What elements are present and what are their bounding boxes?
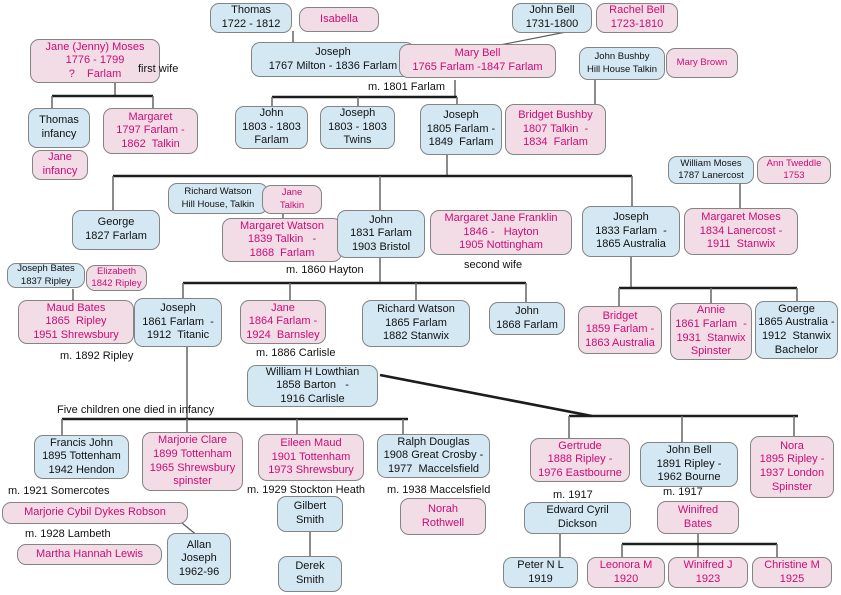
person-nora-1895: Nora 1895 Ripley - 1937 London Spinster [750,436,834,498]
person-bridget-1859: Bridget 1859 Farlam - 1863 Australia [578,306,662,354]
person-gilbert-smith: Gilbert Smith [277,496,343,532]
person-george-1827: George 1827 Farlam [72,210,160,250]
connector-joseph1861-children [61,346,408,437]
person-margaret-moses: Margaret Moses 1834 Lanercost - 1911 Sta… [684,208,798,255]
person-joseph-1861: Joseph 1861 Farlam - 1912 Titanic [134,298,222,347]
person-isabella: Isabella [299,7,379,32]
person-christine-m: Christine M 1925 [752,557,832,588]
person-winifred-bates: Winifred Bates [657,501,739,534]
person-elizabeth-1842: Elizabeth 1842 Ripley [86,265,147,291]
person-thomas-infancy: Thomas infancy [28,108,90,148]
person-john-bushby: John Bushby Hill House Talkin [579,47,665,80]
person-jane-1864: Jane 1864 Farlam - 1924 Barnsley [240,300,326,344]
person-edward-cyril-dickson: Edward Cyril Dickson [524,502,631,534]
person-john-1803: John 1803 - 1803 Farlam [235,106,308,149]
person-mary-bell: Mary Bell 1765 Farlam -1847 Farlam [399,44,556,78]
person-goerge-1865: Goerge 1865 Australia - 1912 Stanwix Bac… [755,301,838,359]
connector-john1831-children [182,258,527,302]
person-leonora-m: Leonora M 1920 [587,557,665,588]
person-jane-talkin: Jane Talkin [262,185,322,214]
person-francis-john: Francis John 1895 Tottenham 1942 Hendon [34,435,129,479]
person-richard-watson-1865: Richard Watson 1865 Farlam 1882 Stanwix [362,300,470,347]
connector-winifredbates-children [621,534,778,558]
connector-joseph1833-children [618,257,798,306]
label-m-1928: m. 1928 Lambeth [25,528,111,540]
person-winifred-j: Winifred J 1923 [668,557,748,588]
person-joseph-1805: Joseph 1805 Farlam - 1849 Farlam [420,104,502,155]
label-m-1921: m. 1921 Somercotes [8,485,110,497]
person-derek-smith: Derek Smith [278,556,342,592]
person-eileen-maud: Eileen Maud 1901 Tottenham 1973 Shrewsbu… [258,434,364,481]
label-m-1886: m. 1886 Carlisle [256,347,336,359]
person-peter-n-l: Peter N L 1919 [503,557,578,588]
person-thomas-1722: Thomas 1722 - 1812 [210,3,292,33]
person-allan-joseph: Allan Joseph 1962-96 [167,533,231,585]
person-william-moses: William Moses 1787 Lanercost [668,156,754,184]
label-m-1917-johnbell: m. 1917 [663,486,703,498]
person-margaret-watson: Margaret Watson 1839 Talkin - 1868 Farla… [222,218,342,262]
label-m-1938: m. 1938 Maccelsfield [387,484,491,496]
person-bridget-bushby: Bridget Bushby 1807 Talkin - 1834 Farlam [505,104,606,155]
label-five-children: Five children one died in infancy [57,404,215,416]
person-mary-brown: Mary Brown [666,48,738,78]
connector-johnbell1731-to-marybell [499,31,567,46]
person-william-h-lowthian: William H Lowthian 1858 Barton - 1916 Ca… [247,365,378,407]
person-john-1831: John 1831 Farlam 1903 Bristol [337,210,425,258]
person-marjorie-clare: Marjorie Clare 1899 Tottenham 1965 Shrew… [142,432,243,491]
person-john-bell-1891: John Bell 1891 Ripley - 1962 Bourne [640,442,738,487]
person-joseph-1803: Joseph 1803 - 1803 Twins [320,106,395,149]
label-m-1860: m. 1860 Hayton [286,264,364,276]
label-m-1892: m. 1892 Ripley [60,350,134,362]
person-john-bell-1731: John Bell 1731-1800 [512,3,592,33]
person-joseph-1833: Joseph 1833 Farlam - 1865 Australia [582,206,680,257]
connector-joseph1805-children [112,155,633,210]
person-margaret-jane-franklin: Margaret Jane Franklin 1846 - Hayton 190… [430,210,572,255]
person-marjorie-cybil-dykes-robson: Marjorie Cybil Dykes Robson [2,502,188,524]
person-maud-bates: Maud Bates 1865 Ripley 1951 Shrewsbury [18,300,134,344]
label-m-1917-gertrude: m. 1917 [553,489,593,501]
person-norah-rothwell: Norah Rothwell [400,498,486,535]
person-joseph-bates: Joseph Bates 1837 Ripley [7,263,85,288]
person-joseph-1767: Joseph 1767 Milton - 1836 Farlam [251,42,415,77]
person-ann-tweddle: Ann Tweddle 1753 [757,156,831,184]
person-richard-watson-hillhouse: Richard Watson Hill House, Talkin [168,183,268,214]
person-margaret-1797: Margaret 1797 Farlam - 1862 Talkin [103,108,198,154]
connector-lowthian-children [379,373,798,442]
label-m-1929: m. 1929 Stockton Heath [247,484,366,496]
person-john-1868: John 1868 Farlam [489,302,565,335]
connector-janemoses-children [51,83,154,108]
person-ralph-douglas: Ralph Douglas 1908 Great Crosby - 1977 M… [377,434,490,478]
person-annie-1861: Annie 1861 Farlam - 1931 Stanwix Spinste… [670,303,752,360]
person-rachel-bell: Rachel Bell 1723-1810 [596,3,678,33]
person-gertrude-1888: Gertrude 1888 Ripley - 1976 Eastbourne [530,438,630,482]
person-jane-jenny-moses: Jane (Jenny) Moses 1776 - 1799 ? Farlam [30,39,160,83]
label-m-1801: m. 1801 Farlam [368,81,446,93]
person-jane-infancy: Jane infancy [32,150,88,180]
person-martha-hannah-lewis: Martha Hannah Lewis [17,544,162,565]
label-second-wife: second wife [464,259,523,271]
label-first-wife: first wife [138,63,179,75]
